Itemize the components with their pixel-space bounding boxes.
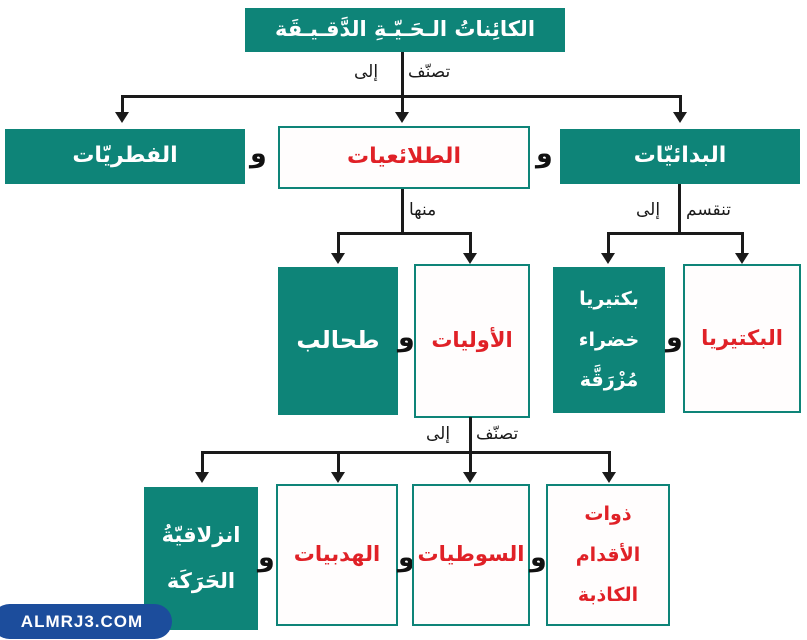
and-separator: و xyxy=(398,322,415,353)
connector-line xyxy=(678,184,681,235)
and-separator: و xyxy=(536,138,553,169)
connector-line xyxy=(469,233,472,255)
and-separator: و xyxy=(398,542,415,573)
node-monera: البدائيّات xyxy=(560,129,800,184)
connector-line xyxy=(337,452,340,474)
connector-line xyxy=(607,232,744,235)
arrow-down-icon xyxy=(195,472,209,483)
connector-line xyxy=(469,452,472,474)
connector-line xyxy=(608,452,611,474)
and-separator: و xyxy=(258,542,275,573)
connector-label-root-verb: تصنّف xyxy=(408,62,451,82)
connector-line xyxy=(201,452,204,474)
connector-line xyxy=(201,451,611,454)
watermark-almrj3: ALMRJ3.COM xyxy=(0,604,172,639)
connector-label-protozoa-prep: إلى xyxy=(426,424,451,444)
connector-line xyxy=(121,96,124,114)
and-separator: و xyxy=(530,542,547,573)
connector-line xyxy=(607,233,610,255)
node-algae: طحالب xyxy=(278,267,398,415)
connector-line xyxy=(401,189,404,235)
arrow-down-icon xyxy=(395,112,409,123)
connector-label-monera-prep: إلى xyxy=(636,200,661,220)
and-separator: و xyxy=(666,322,683,353)
arrow-down-icon xyxy=(331,472,345,483)
arrow-down-icon xyxy=(115,112,129,123)
and-separator: و xyxy=(250,138,267,169)
node-cyanobacteria: بكتيريا خضراء مُزْرَقَّة xyxy=(553,267,665,413)
node-microorganisms: الكائِناتُ الـحَـيّـةِ الدَّقـيـقَة xyxy=(245,8,565,52)
node-protists: الطلائعيات xyxy=(278,126,530,189)
connector-line xyxy=(679,96,682,114)
connector-line xyxy=(337,233,340,255)
connector-line xyxy=(469,417,472,454)
connector-label-root-prep: إلى xyxy=(354,62,379,82)
arrow-down-icon xyxy=(673,112,687,123)
connector-line xyxy=(337,232,472,235)
arrow-down-icon xyxy=(735,253,749,264)
arrow-down-icon xyxy=(463,472,477,483)
arrow-down-icon xyxy=(463,253,477,264)
node-pseudopods: ذوات الأقدام الكاذبة xyxy=(546,484,670,626)
node-protozoa: الأوليات xyxy=(414,264,530,418)
node-bacteria: البكتيريا xyxy=(683,264,801,413)
connector-label-protozoa-verb: تصنّف xyxy=(476,424,519,444)
node-fungi: الفطريّات xyxy=(5,129,245,184)
node-flagellates: السوطيات xyxy=(412,484,530,626)
connector-line xyxy=(741,233,744,255)
connector-label-monera-verb: تنقسم xyxy=(686,200,731,220)
connector-label-protists: منها xyxy=(409,200,437,220)
arrow-down-icon xyxy=(331,253,345,264)
node-ciliates: الهدبيات xyxy=(276,484,398,626)
connector-line xyxy=(401,52,404,97)
arrow-down-icon xyxy=(602,472,616,483)
arrow-down-icon xyxy=(601,253,615,264)
connector-line xyxy=(401,96,404,114)
